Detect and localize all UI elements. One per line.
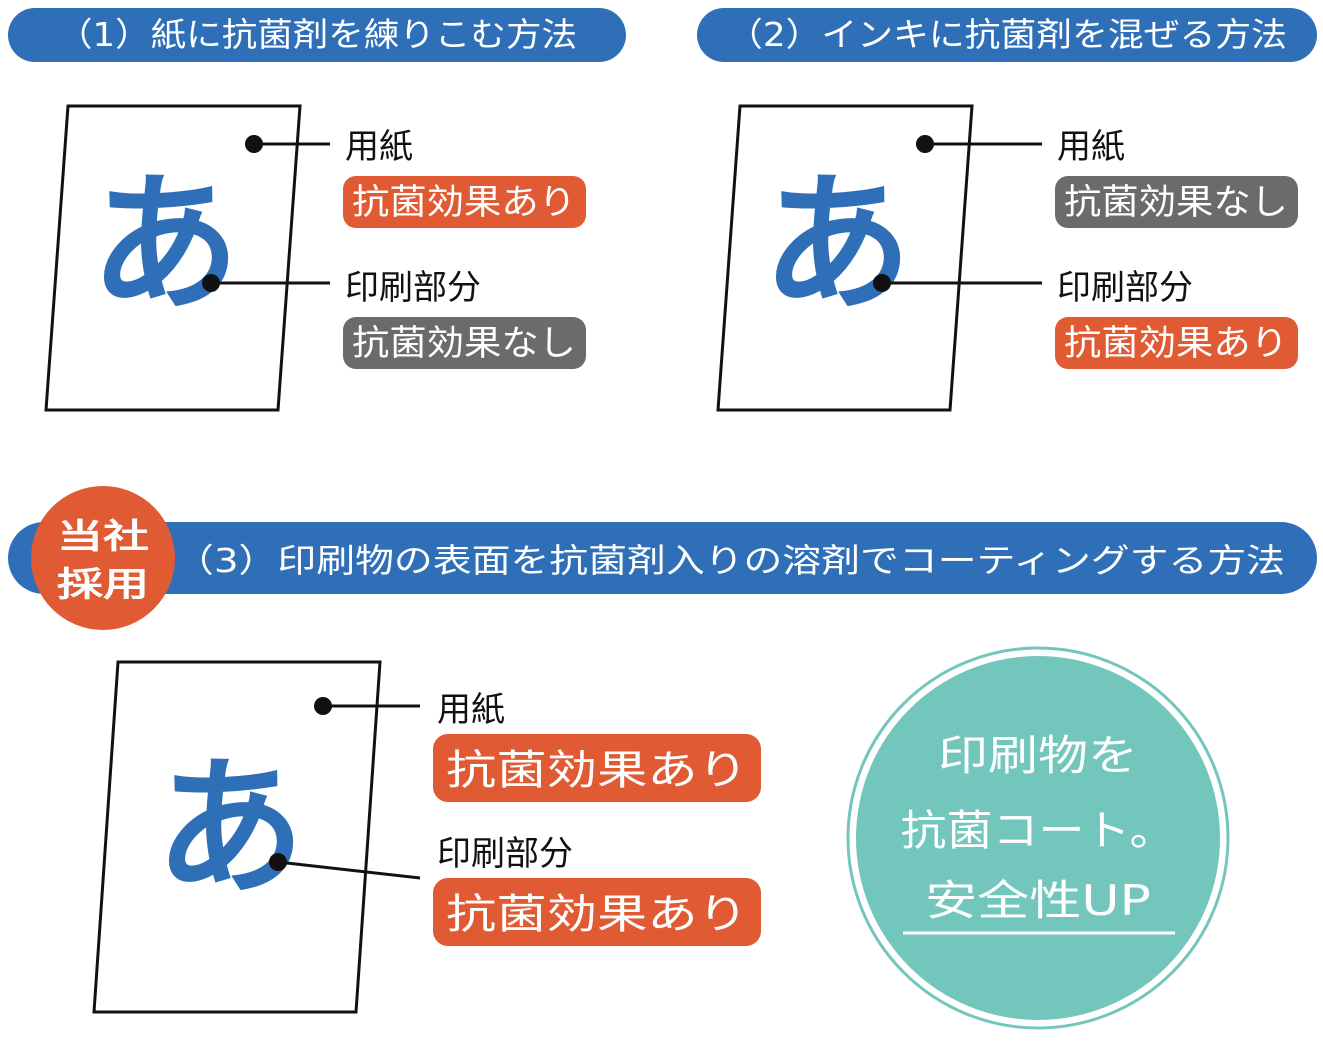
method1-print-point — [202, 274, 220, 292]
method3-printed-character: あ — [155, 742, 305, 916]
summary-line3: 安全性UP — [925, 876, 1151, 925]
method2-paper-label: 用紙 — [1057, 127, 1125, 167]
method2-print-point — [873, 274, 891, 292]
method2-paper-sheet — [716, 104, 974, 412]
summary-circle — [856, 656, 1220, 1020]
summary-line1: 印刷物を — [938, 731, 1138, 780]
method2-paper-effect-badge — [1055, 176, 1298, 228]
method2-print-label: 印刷部分 — [1057, 268, 1193, 308]
method3-print-point — [269, 853, 287, 871]
method3-print-effect: 抗菌効果あり — [446, 890, 748, 938]
method2-paper-point — [916, 135, 934, 153]
adopted-stamp-line1: 当社 — [57, 517, 149, 557]
method2-printed-character: あ — [762, 158, 912, 332]
method1-paper-effect: 抗菌効果あり — [352, 183, 576, 223]
method1-paper-effect-badge — [343, 176, 586, 228]
method3-paper-label: 用紙 — [437, 690, 505, 730]
method1-print-label: 印刷部分 — [345, 268, 481, 308]
adopted-stamp-line2: 採用 — [57, 565, 149, 605]
method2-print-effect: 抗菌効果あり — [1064, 324, 1288, 364]
method1-paper-sheet — [44, 104, 302, 412]
method1-printed-character: あ — [90, 158, 240, 332]
method1-print-effect-badge — [343, 317, 586, 369]
method3-paper-effect: 抗菌効果あり — [446, 746, 748, 794]
method3-print-label: 印刷部分 — [437, 834, 573, 874]
method1-paper-point — [245, 135, 263, 153]
method2-title-banner — [697, 8, 1317, 62]
method3-paper-point — [314, 697, 332, 715]
adopted-stamp — [31, 486, 175, 630]
method1-title: （1）紙に抗菌剤を練りこむ方法 — [57, 15, 577, 54]
method2-title: （2）インキに抗菌剤を混ぜる方法 — [727, 15, 1287, 54]
method3-title: （3）印刷物の表面を抗菌剤入りの溶剤でコーティングする方法 — [175, 541, 1285, 580]
method3-panel: （3）印刷物の表面を抗菌剤入りの溶剤でコーティングする方法 当社 採用 あ 用紙… — [8, 486, 1317, 1014]
method1-print-effect: 抗菌効果なし — [352, 324, 576, 364]
method3-paper-effect-badge — [433, 734, 761, 802]
method1-panel: （1）紙に抗菌剤を練りこむ方法 あ 用紙 抗菌効果あり 印刷部分 抗菌効果なし — [8, 8, 626, 412]
method3-paper-sheet — [92, 660, 382, 1014]
method3-print-effect-badge — [433, 878, 761, 946]
method2-panel: （2）インキに抗菌剤を混ぜる方法 あ 用紙 抗菌効果なし 印刷部分 抗菌効果あり — [697, 8, 1317, 412]
summary-line2: 抗菌コート。 — [901, 806, 1176, 855]
summary-badge: 印刷物を 抗菌コート。 安全性UP — [846, 646, 1230, 1030]
method1-title-banner — [8, 8, 626, 62]
method3-title-banner — [8, 522, 1317, 594]
method2-print-effect-badge — [1055, 317, 1298, 369]
method3-print-leader-line — [277, 860, 421, 880]
method2-paper-effect: 抗菌効果なし — [1064, 183, 1288, 223]
method1-paper-label: 用紙 — [345, 127, 413, 167]
